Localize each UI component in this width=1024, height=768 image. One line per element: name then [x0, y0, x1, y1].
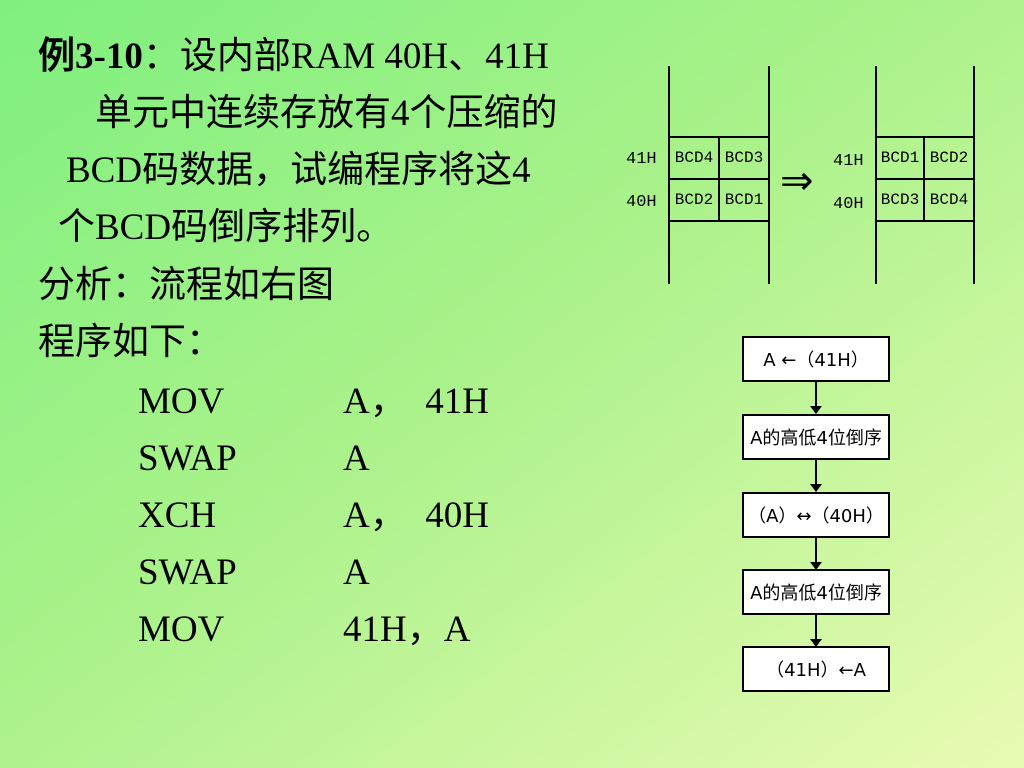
- mem-before-cell-3: BCD2: [668, 178, 720, 222]
- mem-after-addr-bottom: 40H: [833, 195, 864, 214]
- code-args-2: A: [343, 438, 370, 479]
- code-op-5: MOV: [138, 609, 225, 650]
- flow-step-3: （A）↔（40H）: [742, 492, 890, 538]
- problem-line-2: 单元中连续存放有4个压缩的: [95, 93, 558, 134]
- mem-after-cell-4: BCD4: [923, 178, 975, 222]
- mem-before-cell-1: BCD4: [668, 136, 720, 180]
- problem-line-4: 个BCD码倒序排列。: [58, 207, 394, 248]
- problem-label: 例3-10: [38, 36, 143, 77]
- mem-before-addr-top: 41H: [626, 150, 657, 169]
- flow-arrowhead-2: [810, 484, 822, 492]
- code-args-1: A， 41H: [343, 381, 489, 422]
- problem-text-1: 设内部RAM 40H、41H: [179, 36, 549, 77]
- flow-connector-2: [815, 460, 817, 486]
- flow-connector-3: [815, 538, 817, 564]
- flow-arrowhead-3: [810, 562, 822, 570]
- mem-after-cell-1: BCD1: [875, 136, 925, 180]
- code-args-5: 41H，A: [343, 609, 471, 650]
- code-op-1: MOV: [138, 381, 225, 422]
- flow-arrowhead-4: [810, 639, 822, 647]
- mem-after-cell-2: BCD2: [923, 136, 975, 180]
- flow-step-4: A的高低4位倒序: [742, 569, 890, 615]
- mem-after-addr-top: 41H: [833, 152, 864, 171]
- problem-colon: ：: [142, 36, 180, 77]
- flow-connector-1: [815, 382, 817, 408]
- code-op-4: SWAP: [138, 552, 237, 593]
- mem-after-cell-3: BCD3: [875, 178, 925, 222]
- mem-before-cell-4: BCD1: [718, 178, 770, 222]
- code-op-2: SWAP: [138, 438, 237, 479]
- flow-step-5: （41H）←A: [742, 646, 890, 692]
- code-op-3: XCH: [138, 495, 217, 536]
- problem-line-1: 例3-10：设内部RAM 40H、41H: [38, 35, 549, 79]
- analysis-line: 分析：流程如右图: [38, 265, 334, 306]
- flow-connector-4: [815, 615, 817, 641]
- code-args-4: A: [343, 552, 370, 593]
- program-heading: 程序如下：: [38, 322, 223, 363]
- flow-arrowhead-1: [810, 406, 822, 414]
- flow-step-2: A的高低4位倒序: [742, 414, 890, 460]
- mem-before-cell-2: BCD3: [718, 136, 770, 180]
- problem-line-3: BCD码数据，试编程序将这4: [66, 150, 531, 191]
- flow-step-1: A ←（41H）: [742, 336, 890, 382]
- mem-before-addr-bottom: 40H: [626, 193, 657, 212]
- code-args-3: A， 40H: [343, 495, 489, 536]
- transform-arrow: ⇒: [780, 158, 814, 204]
